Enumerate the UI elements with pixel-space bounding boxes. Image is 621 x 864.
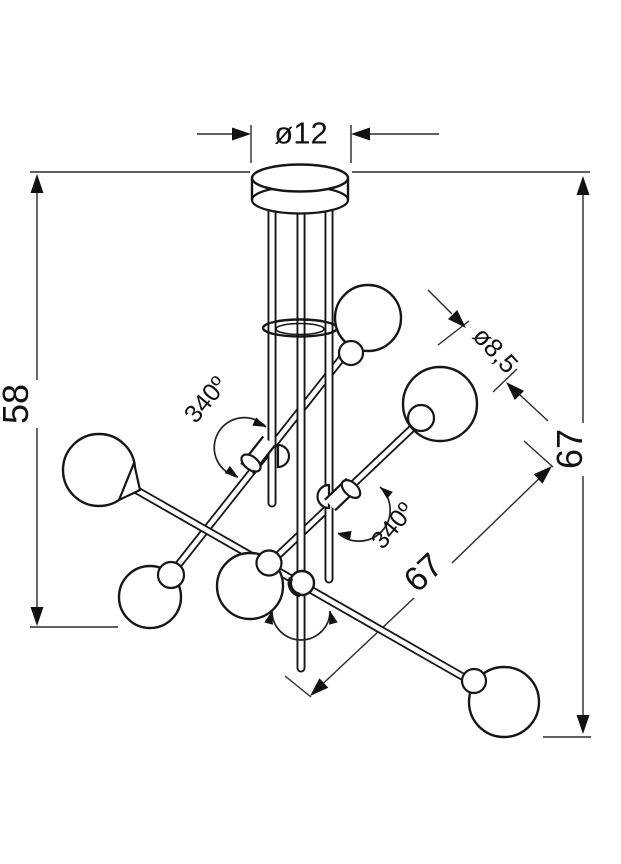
dimension-canopy-diameter: ø12 — [197, 116, 439, 163]
dimension-line — [451, 468, 550, 564]
arrow-up-icon — [30, 174, 44, 193]
arm-length-label: 67 — [397, 546, 451, 600]
dimension-line — [312, 597, 415, 694]
arrow-down-icon — [576, 715, 590, 734]
arrow-up-icon — [576, 176, 590, 195]
socket-top-ball — [337, 339, 365, 367]
socket-left-ball — [117, 461, 142, 502]
pivot-joint-1 — [240, 435, 291, 475]
socket-lower-left-ball — [156, 560, 186, 590]
rotation-arc-3 — [264, 610, 338, 641]
arc — [213, 416, 267, 478]
height-right-label: 67 — [549, 429, 590, 469]
ball-sockets — [117, 339, 488, 695]
pivot-clamp — [276, 443, 291, 469]
pivot-joint-2 — [316, 477, 362, 512]
canopy-top-face — [250, 163, 350, 193]
ceiling-canopy — [250, 163, 350, 215]
ball-joint-center — [287, 569, 316, 598]
arrow-southwest-icon — [310, 678, 329, 696]
socket-upper-right-ball — [406, 403, 436, 433]
arrow-northeast-icon — [533, 466, 552, 484]
pivot-cylinder-face — [340, 479, 362, 499]
arc-arrow-icon — [252, 417, 266, 427]
dimension-line — [518, 393, 549, 422]
rotation-right-label: 340º — [366, 497, 420, 554]
dimension-line — [427, 289, 453, 315]
arrow-right-icon — [232, 127, 251, 141]
arrow-southeast-icon — [447, 309, 466, 328]
ring-inner — [275, 322, 325, 336]
arc-arrow-icon — [264, 611, 273, 625]
socket-lower-middle-ball — [255, 549, 283, 577]
dimension-height-right: 67 — [352, 171, 591, 738]
arc — [271, 610, 331, 641]
arc-arrow-icon — [380, 487, 393, 499]
arrow-left-icon — [351, 127, 370, 141]
arc-arrow-icon — [329, 611, 338, 625]
extension-tick — [492, 368, 518, 393]
extension-tick — [437, 320, 470, 346]
arrow-down-icon — [30, 607, 44, 626]
extension-tick — [523, 440, 554, 468]
canopy-diameter-label: ø12 — [274, 116, 327, 151]
pivot-clamp — [316, 483, 331, 510]
ball-joint-shadow — [287, 577, 301, 598]
arrow-northwest-icon — [506, 382, 525, 401]
rotation-left-label: 340º — [179, 371, 233, 428]
arc-arrow-icon — [224, 465, 238, 477]
dimension-height-left: 58 — [0, 171, 250, 628]
extension-tick — [284, 675, 312, 698]
height-left-label: 58 — [0, 384, 36, 424]
pivot-cylinder-face — [240, 453, 262, 473]
arc-arrow-icon — [338, 530, 352, 540]
glass-ball-top — [333, 283, 403, 353]
socket-bottom-right-ball — [460, 667, 488, 695]
